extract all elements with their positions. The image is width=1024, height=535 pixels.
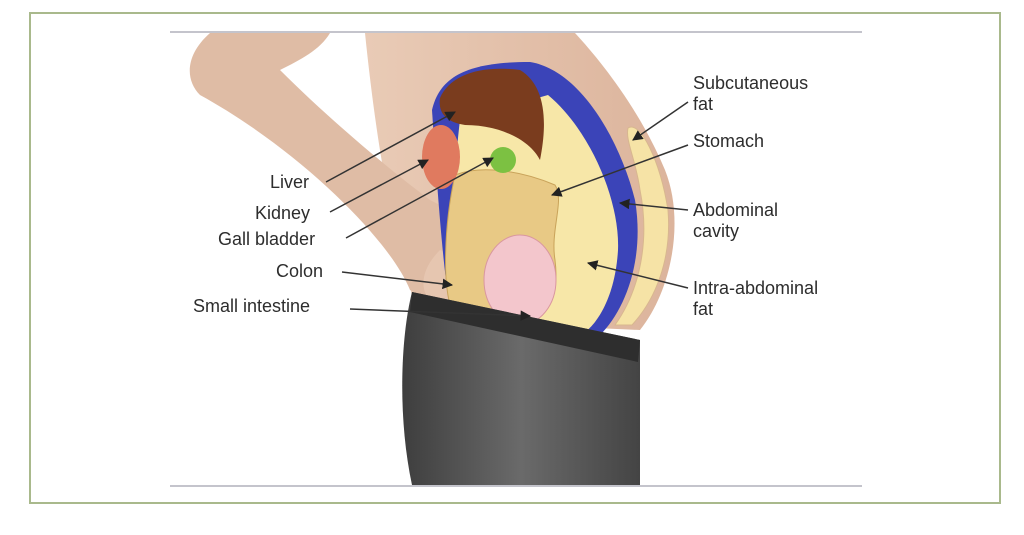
label-line: Intra-abdominal (693, 278, 819, 298)
label-line: Subcutaneous (693, 73, 809, 93)
intra-abdominal-fat-arrow (586, 260, 689, 289)
arm (189, 33, 500, 300)
label-liver: Liver (270, 172, 310, 192)
label-subcutaneous-fat: Subcutaneous fat (693, 73, 808, 115)
label-kidney: Kidney (255, 203, 311, 223)
label-colon: Colon (276, 261, 324, 281)
abdominal-cavity-arrow (618, 198, 689, 211)
stomach-arrow (551, 144, 689, 197)
subcutaneous-fat-shape (614, 126, 670, 326)
label-intra-abdominal-fat: Intra-abdominal fat (693, 278, 818, 320)
label-line: fat (693, 299, 714, 319)
liver-shape (439, 68, 544, 160)
gall-bladder-shape (490, 147, 516, 173)
label-line: cavity (693, 221, 740, 241)
diagram-frame (29, 12, 1001, 504)
label-abdominal-cavity: Abdominal cavity (693, 200, 778, 242)
label-line: fat (693, 94, 714, 114)
liver-arrow (325, 111, 456, 183)
gall-bladder-arrow (345, 157, 494, 239)
label-gall-bladder: Gall bladder (218, 229, 316, 249)
kidney-shape (422, 125, 460, 189)
label-small-intestine: Small intestine (193, 296, 311, 316)
label-stomach: Stomach (693, 131, 765, 151)
colon-arrow (341, 271, 454, 290)
label-line: Abdominal (693, 200, 779, 220)
subcutaneous-fat-arrow (632, 101, 689, 141)
belt (410, 292, 640, 362)
small-intestine-arrow (349, 308, 532, 321)
kidney-arrow (329, 159, 429, 213)
